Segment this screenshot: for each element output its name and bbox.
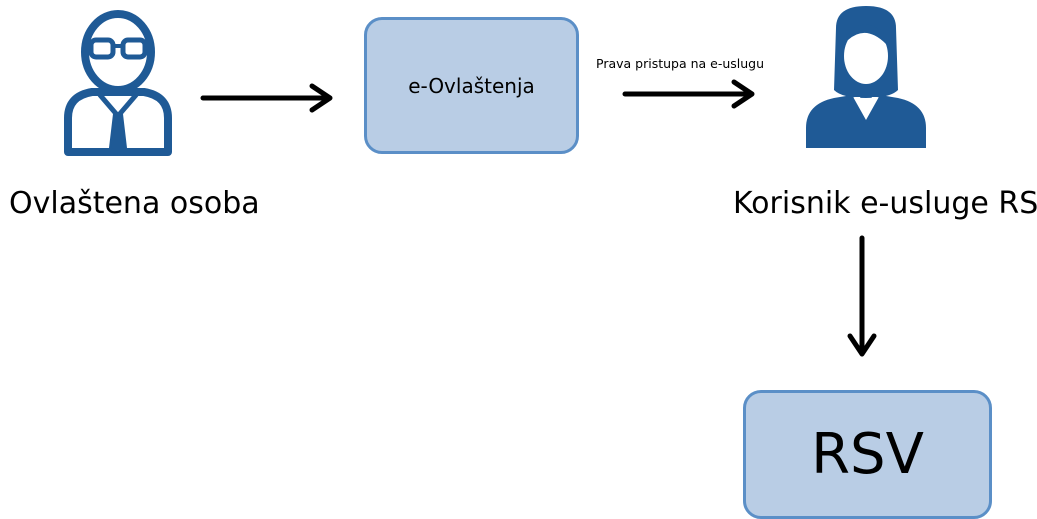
rsv-label: RSV xyxy=(811,422,924,487)
authorized-person-label: Ovlaštena osoba xyxy=(9,186,260,221)
e-authorizations-label: e-Ovlaštenja xyxy=(408,73,535,98)
access-rights-edge-label: Prava pristupa na e-uslugu xyxy=(596,56,765,71)
service-user-label: Korisnik e-usluge RSV xyxy=(733,186,1037,221)
man-with-glasses-icon xyxy=(64,10,172,156)
e-authorizations-node: e-Ovlaštenja xyxy=(364,17,579,154)
woman-user-icon xyxy=(806,6,926,148)
rsv-node: RSV xyxy=(743,390,992,519)
arrow-user-to-rsv xyxy=(847,235,877,357)
arrow-eauth-to-user xyxy=(622,79,755,109)
arrow-person-to-eauth xyxy=(200,83,333,113)
